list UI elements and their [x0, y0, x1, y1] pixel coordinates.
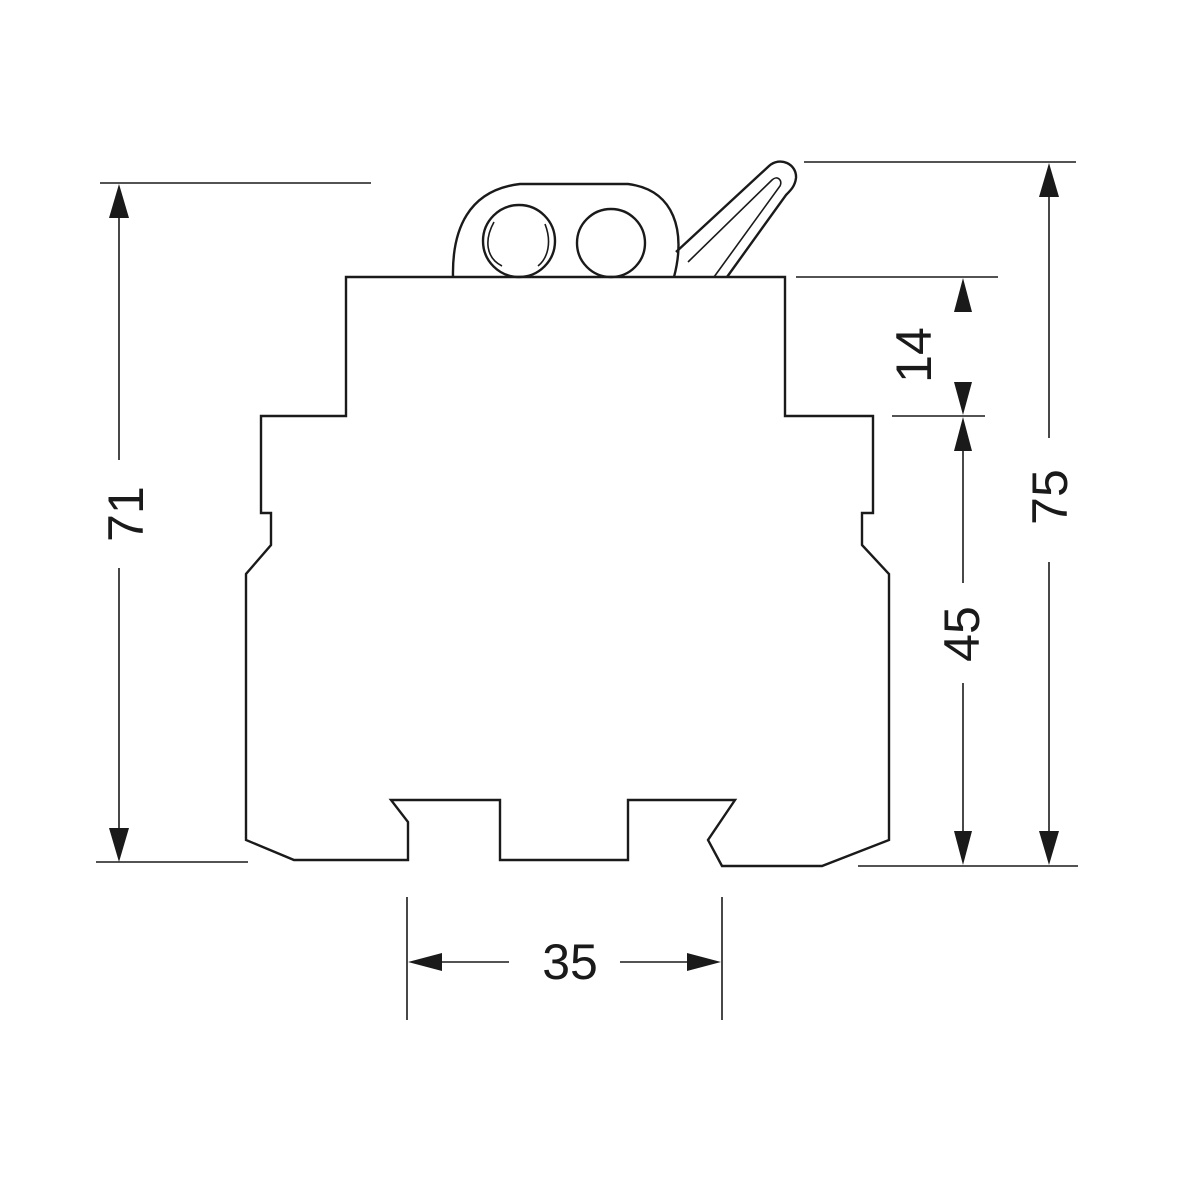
dimension-75: 75 [804, 161, 1078, 867]
device-body [244, 275, 891, 868]
toggle-lever [675, 160, 798, 278]
dimension-label: 75 [1022, 469, 1078, 525]
dimension-71: 71 [96, 182, 371, 863]
arrow-down [1039, 831, 1059, 865]
arrow-up [954, 278, 972, 312]
arrow-up [109, 184, 129, 218]
arrow-left [408, 953, 442, 971]
dimension-label: 45 [934, 606, 990, 662]
arrow-up [954, 417, 972, 451]
dimension-35: 35 [406, 897, 723, 1020]
knob-housing [451, 182, 680, 278]
device-outline [244, 160, 891, 868]
indicator-mark [487, 221, 550, 267]
reset-knob [575, 207, 647, 279]
indicator-window [481, 203, 557, 279]
dimension-label: 14 [886, 327, 942, 383]
arrow-down [954, 382, 972, 415]
arrow-down [109, 828, 129, 862]
toggle-lever-groove [687, 177, 782, 278]
arrow-right [687, 953, 721, 971]
arrow-down [954, 831, 972, 865]
dimension-45: 45 [934, 417, 990, 865]
dimension-14: 14 [796, 276, 998, 417]
dimension-label: 35 [542, 934, 598, 990]
arrow-up [1039, 163, 1059, 197]
dimension-label: 71 [98, 486, 154, 542]
